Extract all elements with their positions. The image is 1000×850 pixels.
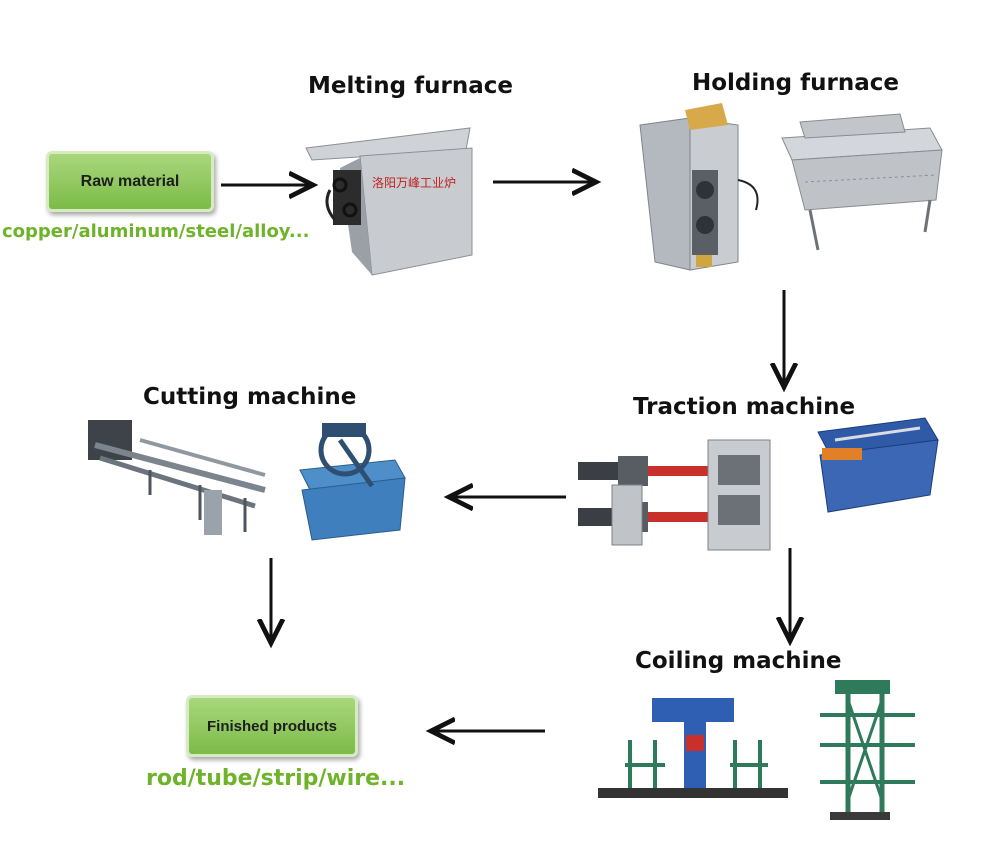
coiling-machine-title: Coiling machine (635, 648, 842, 674)
finished-products-examples: rod/tube/strip/wire... (146, 766, 406, 791)
cutting-saw-image (299, 423, 406, 541)
traction-machine-title: Traction machine (633, 394, 856, 420)
cutting-machine-image (88, 420, 266, 535)
traction-machine-image (578, 439, 771, 551)
traction-machine-2-image (817, 417, 939, 513)
raw-material-examples: copper/aluminum/steel/alloy... (2, 221, 310, 242)
cutting-machine-title: Cutting machine (143, 384, 357, 410)
melting-furnace-title: Melting furnace (308, 73, 513, 99)
finished-products-box: Finished products (186, 695, 358, 757)
melting-furnace-image: 洛阳万峰工业炉 (305, 127, 473, 276)
furnace-brand-label: 洛阳万峰工业炉 (372, 175, 456, 190)
holding-furnace-image (639, 103, 759, 271)
holding-furnace-trough-image (781, 113, 943, 251)
holding-furnace-title: Holding furnace (692, 70, 899, 96)
coiling-reel-image (820, 680, 915, 820)
coiling-machine-image (598, 698, 788, 798)
raw-material-label: Raw material (80, 172, 180, 190)
raw-material-box: Raw material (46, 151, 214, 212)
finished-products-label: Finished products (206, 717, 337, 735)
